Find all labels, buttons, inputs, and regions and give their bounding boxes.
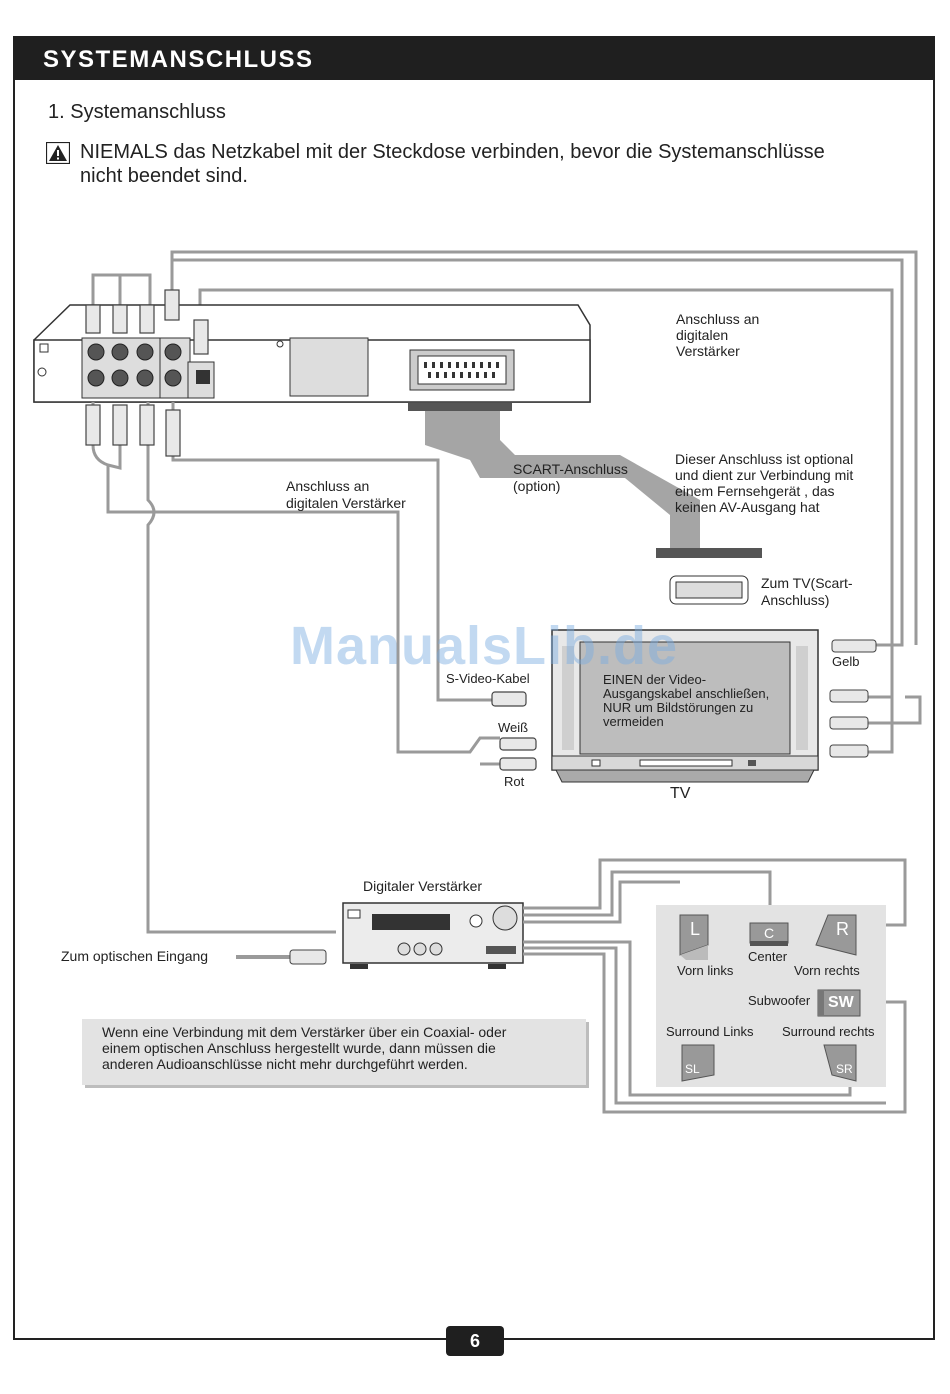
label-line: und dient zur Verbindung mit [675,467,854,483]
label-line: keinen AV-Ausgang hat [675,499,820,515]
label-line: Verstärker [676,343,740,359]
label-line: Anschluss) [761,592,830,608]
speaker-front-left [679,914,709,960]
label-tv: TV [670,785,691,802]
label-zum-tv: Zum TV(Scart- Anschluss) [761,575,853,609]
top-plugs [85,289,209,355]
section-title: 1. Systemanschluss [48,101,226,123]
tv-screen-text: EINEN der Video- Ausgangskabel anschließ… [603,673,769,729]
speaker-front-right [815,914,857,956]
audio-rca-cables-top [91,273,922,754]
page-number-badge: 6 [446,1326,504,1356]
page-header: SYSTEMANSCHLUSS [13,36,935,80]
note-box: Wenn eine Verbindung mit dem Verstärker … [82,1019,586,1085]
label-line: Zum TV(Scart- [761,575,853,591]
label-line: (option) [513,478,561,494]
label-digital-amp: Digitaler Verstärker [363,878,483,894]
tv-set [551,629,877,783]
badge-subwoofer: SW [828,994,854,1011]
label-line: digitalen Verstärker [286,495,406,511]
scart-cable [408,403,762,605]
label-line: NUR um Bildstörungen zu [603,700,754,715]
note-line-1: Wenn eine Verbindung mit dem Verstärker … [102,1024,507,1040]
watermark: ManualsLib.de [290,616,679,676]
label-rot: Rot [504,774,525,789]
badge-center: C [764,925,775,941]
lower-plugs [85,404,537,771]
amplifier [236,902,524,969]
label-surround-left: Surround Links [666,1024,754,1039]
label-center: Center [748,949,788,964]
label-scart: SCART-Anschluss (option) [513,461,628,495]
label-scart-option-info: Dieser Anschluss ist optional und dient … [675,451,853,515]
label-line: Anschluss an [286,478,370,494]
warning-triangle-icon [46,142,70,164]
speakers-graphic [679,914,861,1082]
badge-surround-right: SR [836,1062,853,1076]
speaker-subwoofer [817,989,861,1017]
badge-front-left: L [690,919,701,939]
label-front-left: Vorn links [677,963,734,978]
label-dvd-digital-amp: Anschluss an digitalen Verstärker [676,311,759,359]
label-line: SCART-Anschluss [513,461,628,477]
label-line: EINEN der Video- [603,672,707,687]
speaker-surround-right [823,1044,857,1082]
speaker-center [749,922,789,946]
speaker-layout-panel: L C R SW SL SR Vorn links Center Vorn re… [656,905,886,1087]
label-optical-in: Zum optischen Eingang [61,948,209,964]
label-s-video: S-Video-Kabel [446,671,530,686]
label-line: vermeiden [603,714,664,729]
page-number: 6 [469,1331,480,1351]
warning-line-2: nicht beendet sind. [80,165,248,187]
dvd-player [33,304,591,403]
label-line: digitalen [676,327,729,343]
label-line: Dieser Anschluss ist optional [675,451,854,467]
speaker-cables [523,858,907,1114]
label-coax-digital-amp: Anschluss an digitalen Verstärker [286,478,406,512]
label-line: einem Fernsehgerät , das [675,483,835,499]
speaker-surround-left [681,1044,715,1082]
badge-front-right: R [836,919,849,939]
label-surround-right: Surround rechts [782,1024,875,1039]
note-line-3: anderen Audioanschlüsse nicht mehr durch… [102,1056,468,1072]
label-line: Anschluss an [676,311,760,327]
badge-surround-left: SL [685,1062,700,1076]
label-subwoofer: Subwoofer [748,993,811,1008]
warning-line-1: NIEMALS das Netzkabel mit der Steckdose … [80,141,825,163]
label-gelb: Gelb [832,654,860,669]
label-front-right: Vorn rechts [794,963,860,978]
label-weiss: Weiß [498,720,529,735]
page-title: SYSTEMANSCHLUSS [43,46,314,73]
note-line-2: einem optischen Anschluss hergestellt wu… [102,1040,496,1056]
label-line: Ausgangskabel anschließen, [603,686,770,701]
